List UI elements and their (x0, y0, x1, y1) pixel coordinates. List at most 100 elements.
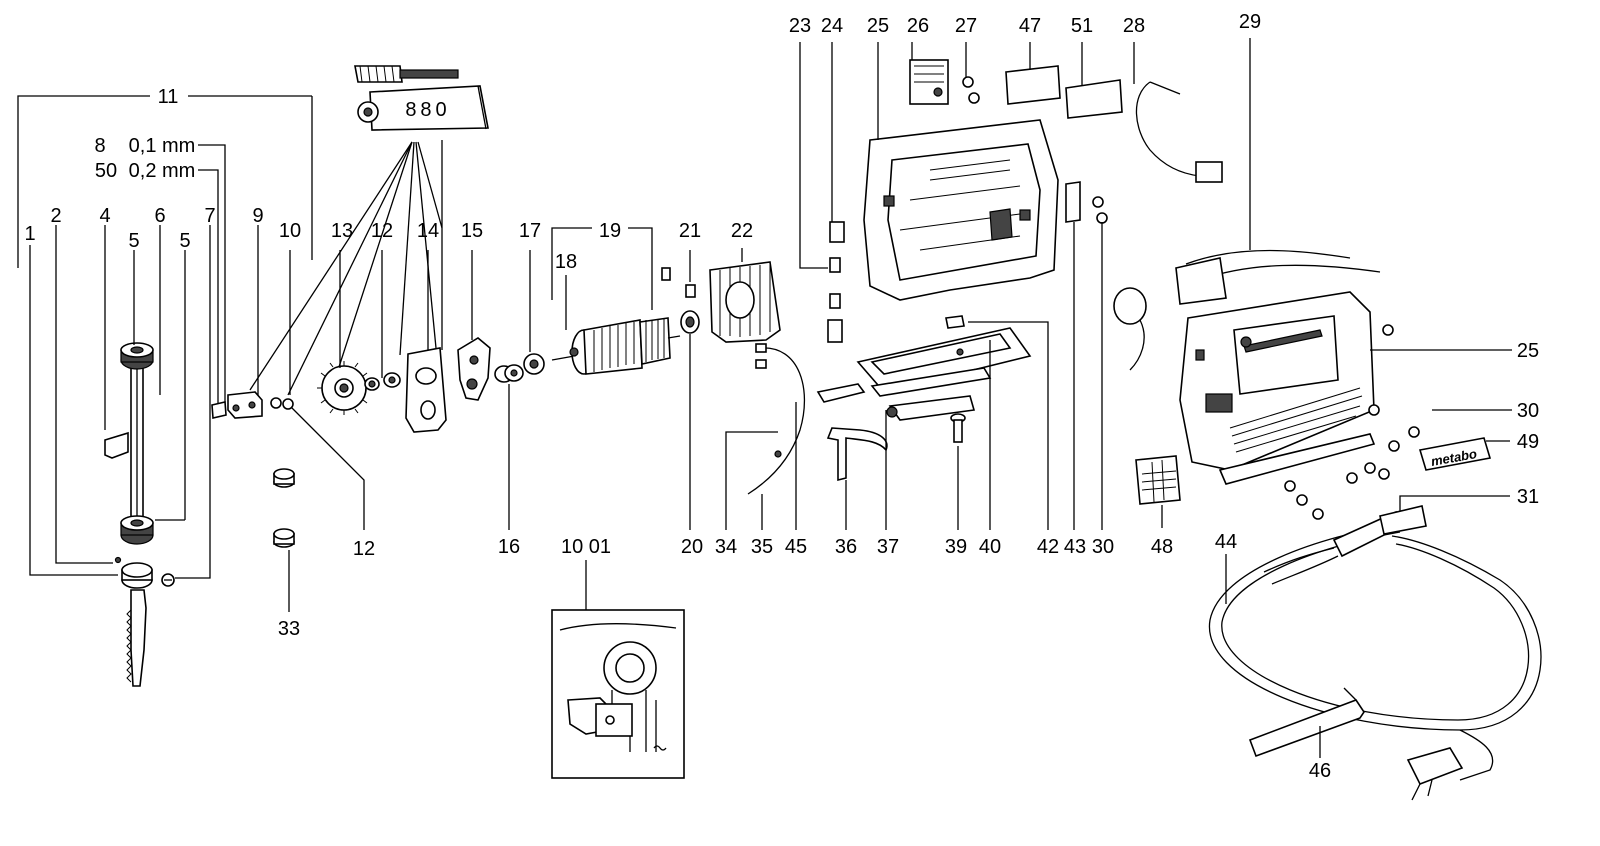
label-16: 16 (498, 536, 520, 558)
label-25b: 25 (1517, 340, 1539, 362)
brand-badge-49: metabo (1418, 437, 1492, 471)
label-14: 14 (417, 220, 439, 242)
label-10: 10 (279, 220, 301, 242)
label-46: 46 (1309, 760, 1331, 782)
wiring-inset-1001 (551, 560, 685, 779)
label-12a: 12 (371, 220, 393, 242)
label-20: 20 (681, 536, 703, 558)
label-2: 2 (50, 205, 61, 227)
label-31: 31 (1517, 486, 1539, 508)
label-19: 19 (599, 220, 621, 242)
label-7: 7 (204, 205, 215, 227)
label-5b: 5 (179, 230, 190, 252)
leaders-cable (1225, 554, 1321, 758)
shim-row1-size: 0,1 mm (129, 135, 196, 157)
label-1001: 10 01 (561, 536, 611, 558)
label-37: 37 (877, 536, 899, 558)
label-48: 48 (1151, 536, 1173, 558)
label-6: 6 (154, 205, 165, 227)
label-25a: 25 (867, 15, 889, 37)
label-30b: 30 (1092, 536, 1114, 558)
housing-half-right (1179, 291, 1376, 485)
label-4: 4 (99, 205, 110, 227)
leaders-gear (257, 225, 531, 612)
clamp-screw-7 (161, 573, 175, 587)
label-18: 18 (555, 251, 577, 273)
bearing-16 (494, 364, 524, 383)
label-22: 22 (731, 220, 753, 242)
label-11: 11 (158, 86, 179, 108)
switch-slider-45 (816, 383, 866, 403)
label-27: 27 (955, 15, 977, 37)
shim-row1-num: 8 (94, 135, 105, 157)
label-23: 23 (789, 15, 811, 37)
grease-brush (354, 65, 459, 83)
label-29: 29 (1239, 11, 1261, 33)
label-47: 47 (1019, 15, 1041, 37)
label-33: 33 (278, 618, 300, 640)
needle-bearing-12 (364, 377, 380, 391)
pendulum-cam-15 (457, 337, 491, 401)
label-13: 13 (331, 220, 353, 242)
label-47 (1005, 65, 1061, 105)
part-number-labels: 11 1 2 4 5 6 5 7 9 10 13 12 14 15 17 19 … (24, 11, 1539, 782)
label-1: 1 (24, 223, 35, 245)
label-24: 24 (821, 15, 843, 37)
plunger-rod (130, 364, 144, 521)
label-51 (1065, 79, 1123, 119)
label-26: 26 (907, 15, 929, 37)
label-36: 36 (835, 536, 857, 558)
label-9: 9 (252, 205, 263, 227)
switch-unit-26 (909, 59, 949, 105)
saw-blade (126, 589, 147, 687)
counterweight-14 (405, 347, 447, 433)
connection-wire-35 (747, 343, 806, 495)
grease-tube (357, 85, 489, 131)
roller-upper (120, 342, 154, 370)
label-35: 35 (751, 536, 773, 558)
cable-28 (1135, 81, 1223, 183)
sliding-block-42 (945, 315, 965, 329)
label-43: 43 (1064, 536, 1086, 558)
guide-clip-4 (104, 431, 129, 459)
label-30a: 30 (1517, 400, 1539, 422)
switch-lever-36 (826, 427, 888, 482)
label-21: 21 (679, 220, 701, 242)
shim-washer-8 (211, 401, 227, 419)
bearing-17 (523, 353, 545, 375)
pin-10 (270, 397, 294, 410)
shim-row2-size: 0,2 mm (129, 160, 196, 182)
bushing-12b (383, 372, 401, 388)
screws-30 (1284, 324, 1420, 520)
label-44: 44 (1215, 531, 1237, 553)
power-cable-44 (1208, 505, 1542, 801)
label-45: 45 (785, 536, 807, 558)
screw-39 (950, 413, 966, 443)
label-49: 49 (1517, 431, 1539, 453)
shim-row2-num: 50 (95, 160, 117, 182)
bearing-bracket-9 (227, 391, 263, 419)
allen-key-46 (1248, 687, 1365, 758)
label-5a: 5 (128, 230, 139, 252)
blade-clamp-2 (114, 556, 153, 589)
leaders-motor (565, 248, 743, 530)
bearing-20 (680, 310, 700, 334)
grease-tube-text: 880 (405, 99, 450, 121)
label-34: 34 (715, 536, 737, 558)
housing-half-left (863, 119, 1059, 301)
gear-13 (317, 361, 371, 415)
label-15: 15 (461, 220, 483, 242)
info-label-48 (1135, 455, 1181, 505)
label-40: 40 (979, 536, 1001, 558)
carbon-holder-21 (661, 267, 696, 298)
clamp-lever-37 (886, 395, 976, 421)
label-17: 17 (519, 220, 541, 242)
bracket-11-lines (17, 95, 313, 405)
lubrication-leaders (249, 140, 443, 396)
field-coil-22 (709, 261, 781, 343)
leaders-housing (877, 38, 1251, 530)
clamp-43 (1065, 181, 1108, 224)
label-39: 39 (945, 536, 967, 558)
switch-parts-24 (827, 221, 845, 343)
